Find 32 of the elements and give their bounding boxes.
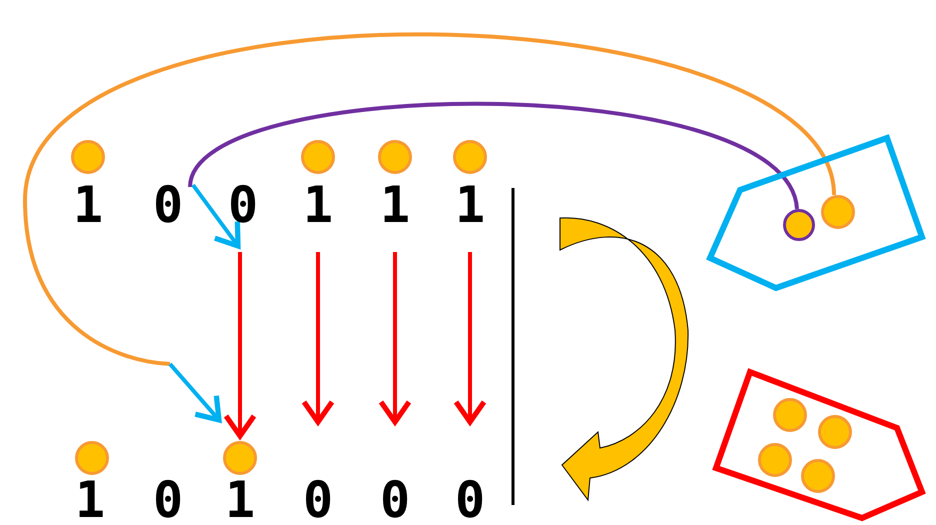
digit: 0 (298, 475, 338, 525)
arrow (23, 32, 836, 423)
digit: 1 (450, 180, 490, 230)
digit: 1 (68, 180, 108, 230)
dot (758, 443, 792, 477)
dot (301, 140, 335, 174)
arrow (378, 252, 412, 425)
digit: 0 (148, 475, 188, 525)
digit: 0 (223, 180, 263, 230)
digit: 1 (220, 475, 260, 525)
dot (71, 140, 105, 174)
digit: 1 (70, 475, 110, 525)
arrow (223, 252, 257, 439)
arrow (301, 252, 335, 425)
dot (75, 441, 109, 475)
digit: 1 (375, 180, 415, 230)
dot (801, 459, 835, 493)
dot (821, 195, 855, 229)
digit: 0 (375, 475, 415, 525)
arrow (453, 252, 487, 425)
dot (783, 209, 815, 241)
dot (223, 441, 257, 475)
dot (773, 398, 807, 432)
digit: 0 (450, 475, 490, 525)
pentagon-shape (711, 367, 927, 523)
dot (818, 415, 852, 449)
dot (453, 140, 487, 174)
digit: 1 (298, 180, 338, 230)
arrow (191, 184, 241, 249)
pentagon-shape (705, 133, 927, 293)
dot (378, 140, 412, 174)
digit: 0 (148, 180, 188, 230)
